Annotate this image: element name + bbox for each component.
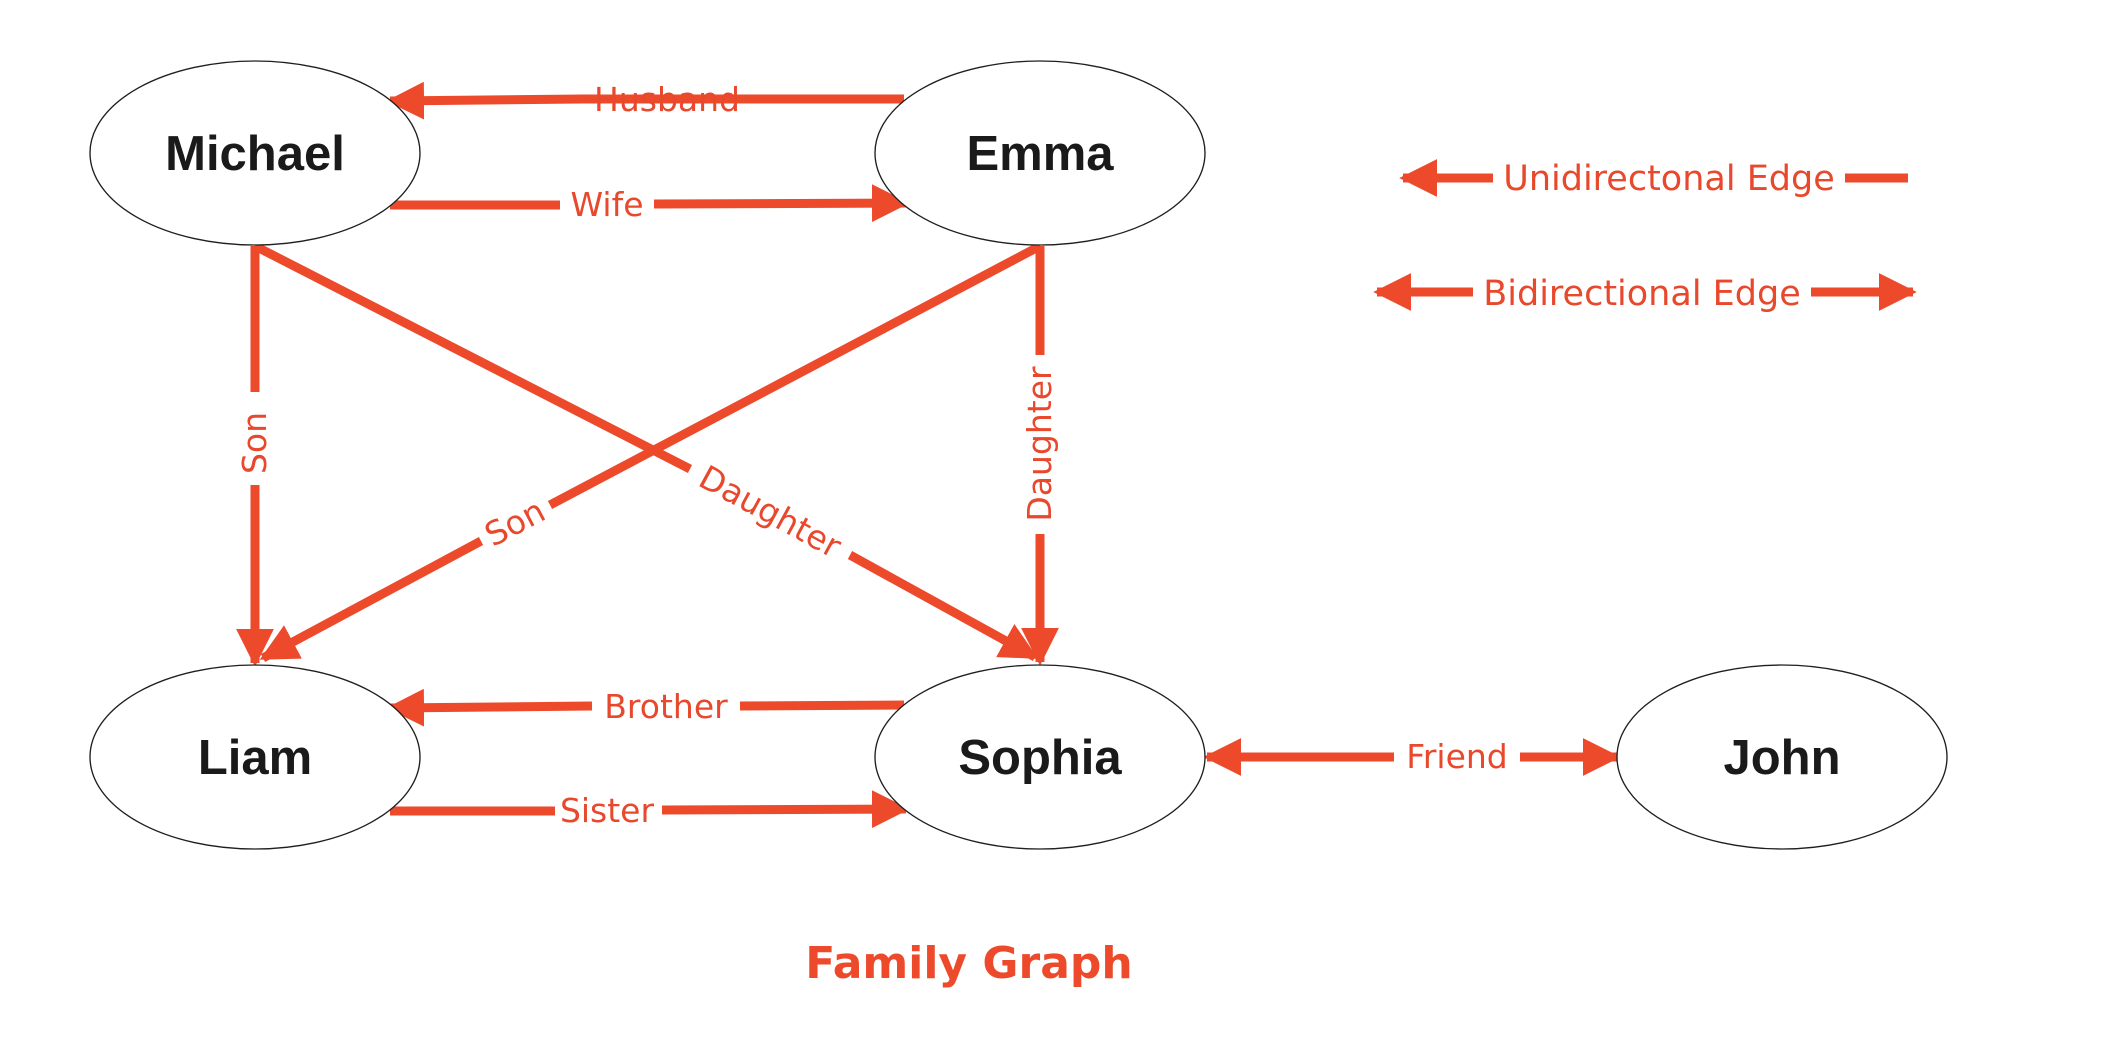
legend: Unidirectonal Edge Bidirectional Edge xyxy=(1373,159,1917,314)
node-michael[interactable]: Michael xyxy=(89,60,421,246)
edge-husband: Husband xyxy=(386,80,904,120)
legend-bidirectional: Bidirectional Edge xyxy=(1373,273,1917,314)
edge-brother: Brother xyxy=(386,687,905,727)
node-label-michael: Michael xyxy=(165,127,345,181)
node-sophia[interactable]: Sophia xyxy=(874,664,1206,850)
edge-label-daughter-michael-sophia: Daughter xyxy=(693,457,848,566)
edge-wife: Wife xyxy=(390,184,910,224)
edge-son-michael-liam: Son xyxy=(235,246,274,667)
node-john[interactable]: John xyxy=(1616,664,1948,850)
node-label-sophia: Sophia xyxy=(958,731,1122,785)
node-emma[interactable]: Emma xyxy=(874,60,1206,246)
node-label-liam: Liam xyxy=(198,731,312,785)
edge-label-friend: Friend xyxy=(1406,737,1507,776)
node-label-emma: Emma xyxy=(966,127,1114,181)
edge-son-emma-liam: Son xyxy=(259,242,1043,662)
edge-friend: Friend xyxy=(1203,737,1621,776)
node-label-john: John xyxy=(1723,731,1840,785)
legend-unidirectional: Unidirectonal Edge xyxy=(1399,159,1908,199)
nodes: Michael Emma Liam Sophia John xyxy=(89,60,1948,850)
legend-label-unidirectional: Unidirectonal Edge xyxy=(1503,159,1835,199)
diagram-title: Family Graph xyxy=(805,938,1133,989)
edge-label-son-michael-liam: Son xyxy=(235,412,274,474)
edge-label-daughter-emma-sophia: Daughter xyxy=(1020,366,1059,522)
edge-label-sister: Sister xyxy=(560,791,655,830)
edge-label-son-emma-liam: Son xyxy=(478,491,551,555)
legend-label-bidirectional: Bidirectional Edge xyxy=(1483,274,1801,314)
edge-label-brother: Brother xyxy=(604,687,728,726)
edge-label-wife: Wife xyxy=(571,185,644,224)
edge-label-husband: Husband xyxy=(594,80,740,119)
edge-sister: Sister xyxy=(390,790,910,830)
node-liam[interactable]: Liam xyxy=(89,664,421,850)
edge-daughter-emma-sophia: Daughter xyxy=(1020,246,1059,666)
